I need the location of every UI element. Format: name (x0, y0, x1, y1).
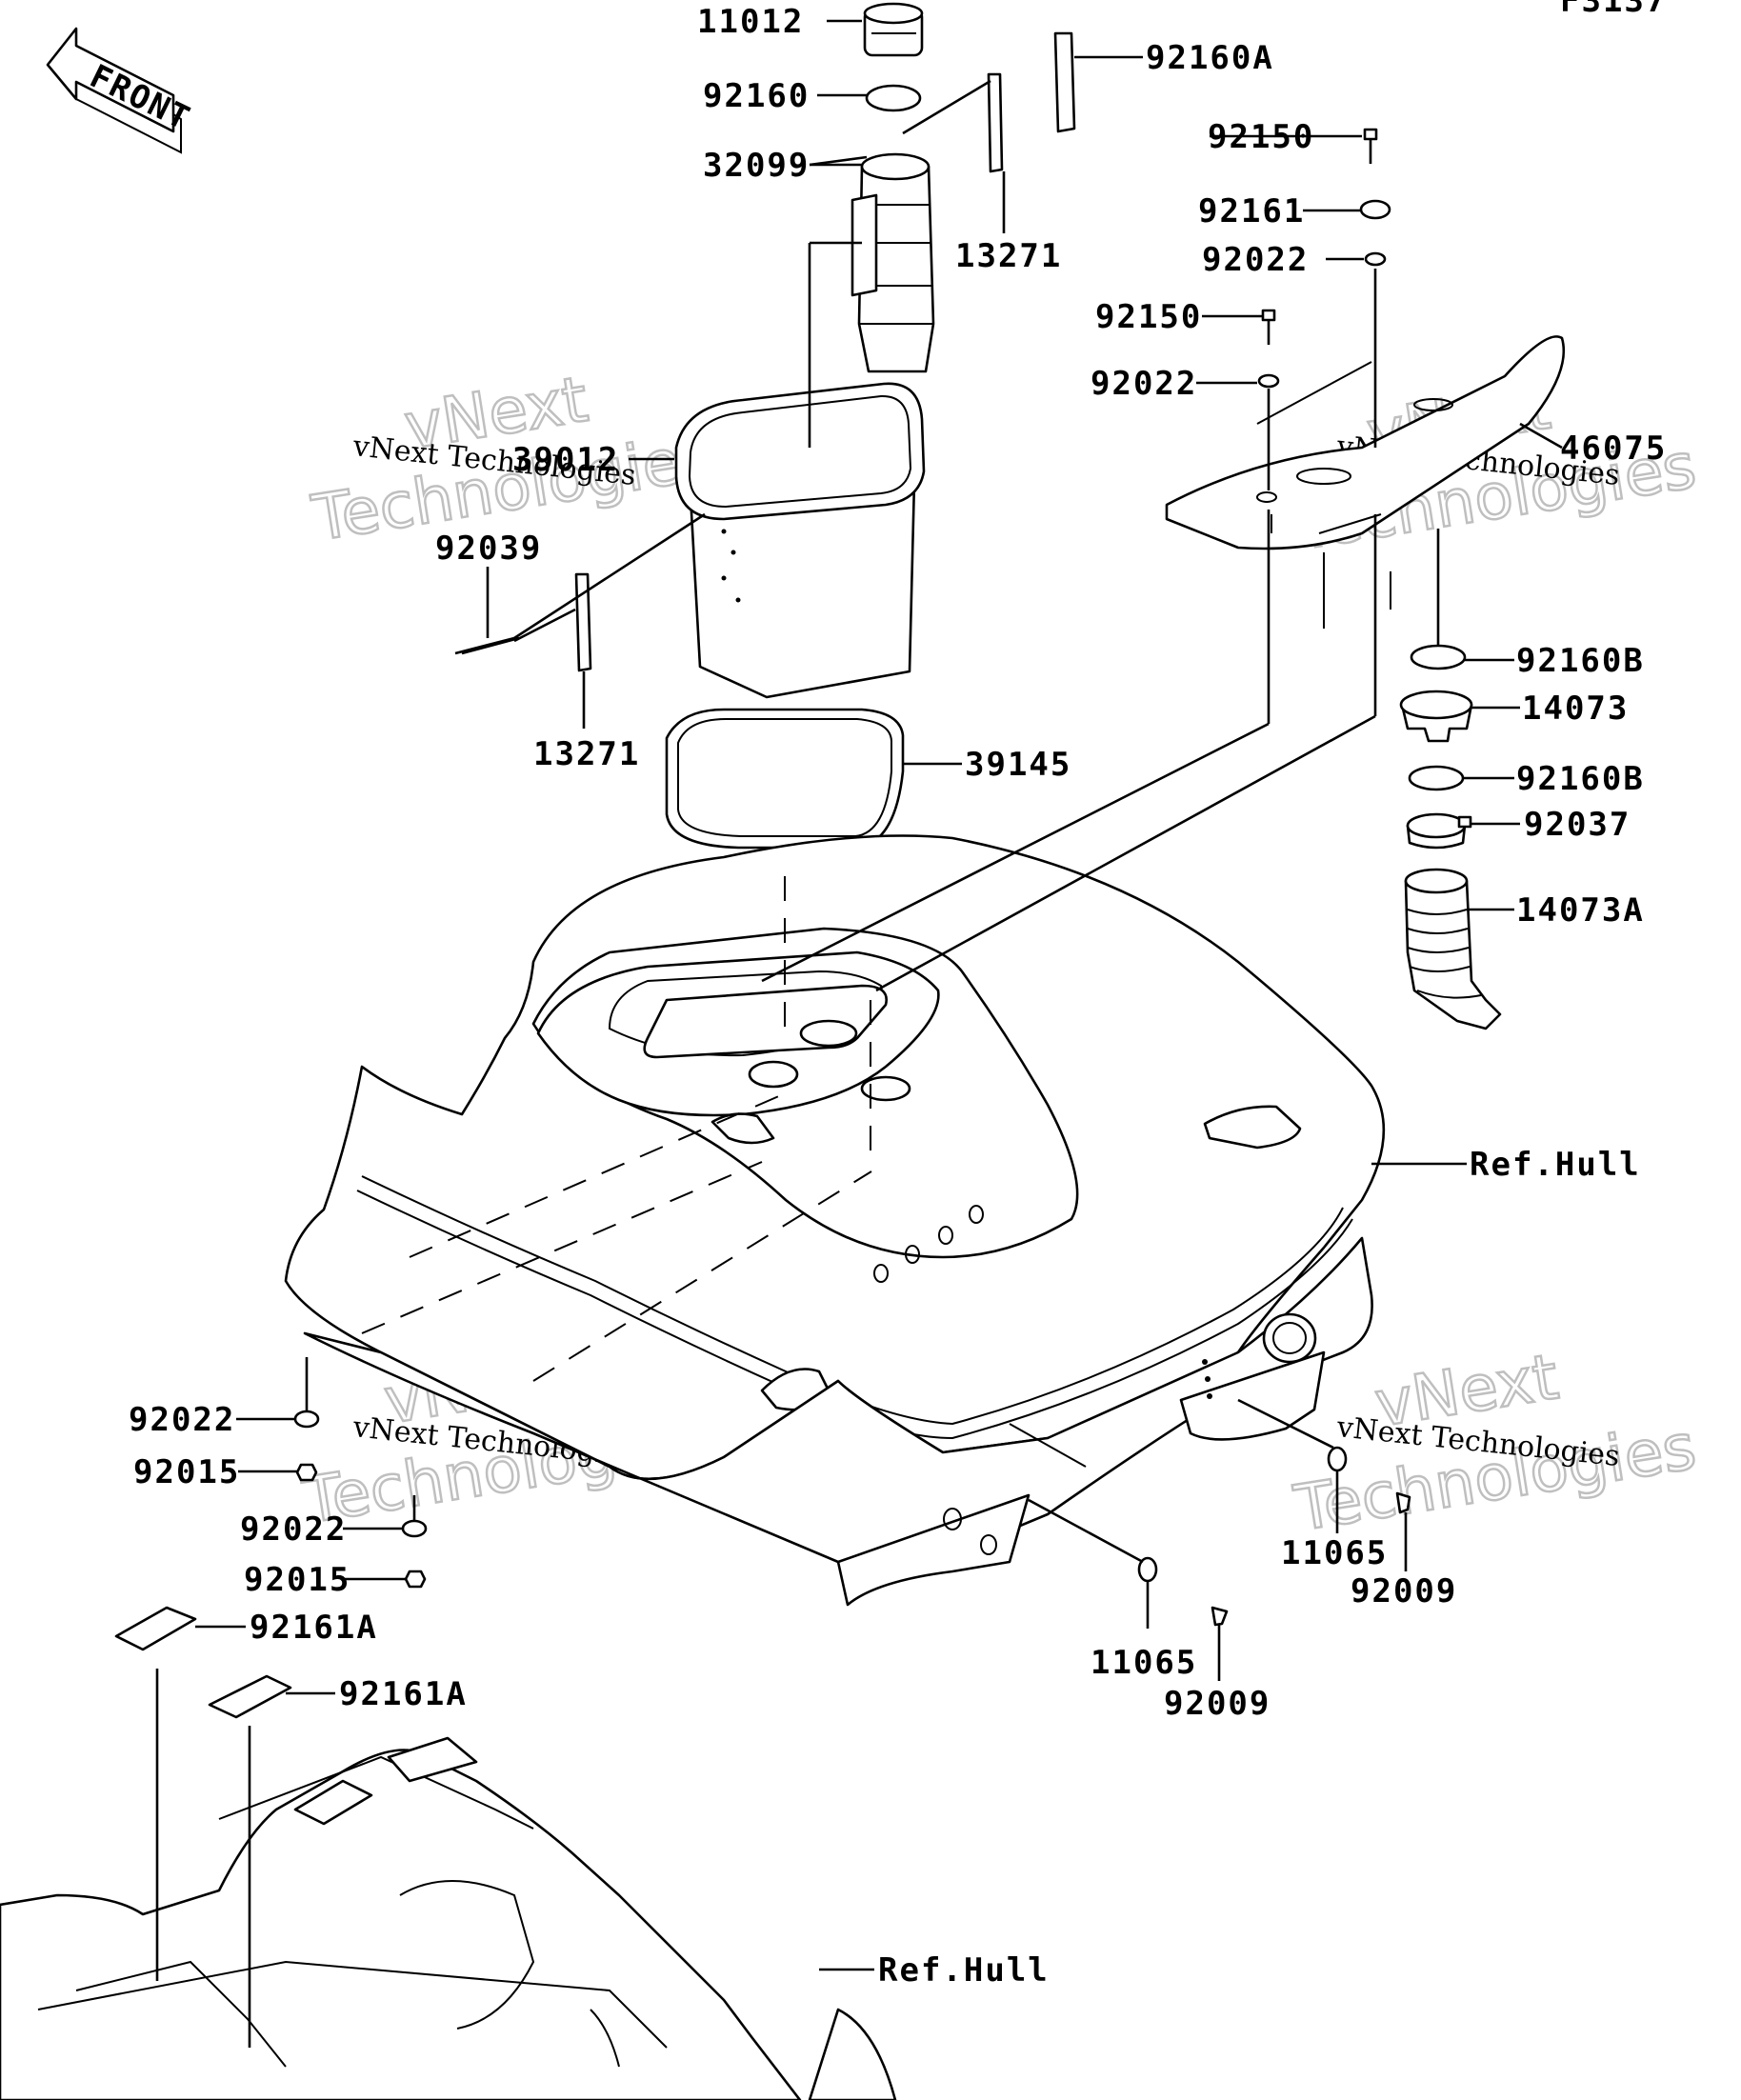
part-number-label: 92161A (339, 1675, 468, 1713)
part-number-label: Ref.Hull (1470, 1146, 1641, 1184)
part-number-label: 92161A (250, 1609, 378, 1647)
washer-part (1364, 251, 1387, 267)
washer-part (293, 1410, 320, 1429)
part-number-label: 92160 (703, 77, 810, 115)
strip-part (1053, 31, 1076, 133)
washer-part (1257, 373, 1280, 389)
gasket-part (665, 708, 905, 850)
screw-part (1395, 1491, 1411, 1514)
part-number-label: 92022 (240, 1510, 347, 1549)
part-number-label: Ref.Hull (878, 1951, 1050, 1990)
part-number-label: 92015 (244, 1561, 350, 1599)
nut-part (404, 1570, 427, 1589)
grip-handle-part (1165, 335, 1566, 550)
part-number-label: 92150 (1095, 298, 1202, 336)
part-number-label: 14073 (1522, 690, 1629, 728)
hull-part (284, 834, 1386, 1607)
front-arrow-icon: FRONT (46, 27, 197, 154)
part-number-label: 39012 (512, 441, 619, 479)
cap-part (863, 2, 924, 57)
nut-part (295, 1463, 318, 1482)
part-number-label: 39145 (965, 746, 1071, 784)
part-number-label: 92160B (1516, 642, 1645, 680)
part-number-label: 92039 (435, 530, 542, 568)
o-ring-part (1410, 644, 1467, 670)
tube-part (850, 152, 935, 373)
part-number-label: 46075 (1560, 430, 1667, 468)
part-number-label: 14073A (1516, 891, 1645, 930)
o-ring-part (865, 84, 922, 112)
hull-lower-part (0, 1736, 897, 2100)
leader-lines (155, 19, 1563, 2048)
part-number-label: 32099 (703, 147, 810, 185)
alignment-lines (361, 361, 1391, 1468)
part-labels: 11012 92160 32099 92160A 13271 92150 921… (129, 3, 1667, 1990)
bracket-part (574, 572, 592, 672)
storage-bucket-part (674, 382, 926, 699)
bolt-part (1363, 128, 1378, 164)
bracket-part (987, 72, 1004, 173)
decal-part (208, 1674, 292, 1719)
o-ring-part (1408, 765, 1465, 791)
part-number-label: 11012 (697, 3, 804, 41)
part-number-label: 92015 (133, 1453, 240, 1491)
bellows-boot-part (1404, 868, 1502, 1030)
part-number-label: 92161 (1198, 192, 1305, 230)
clamp-part (1406, 812, 1472, 850)
part-number-label: 92160B (1516, 760, 1645, 798)
part-number-label: 13271 (955, 237, 1062, 275)
part-number-label: 92009 (1164, 1685, 1271, 1723)
grommet-part (1327, 1446, 1348, 1472)
screw-part (1211, 1606, 1229, 1627)
bolt-part (1261, 309, 1276, 345)
figure-code: F3137 (1560, 0, 1667, 20)
front-arrow-label: FRONT (84, 57, 197, 138)
part-number-label: 92009 (1351, 1572, 1457, 1610)
part-number-label: 11065 (1281, 1534, 1388, 1572)
part-number-label: 92022 (1202, 241, 1309, 279)
part-number-label: 92150 (1208, 118, 1314, 156)
part-number-label: 92022 (129, 1401, 235, 1439)
part-number-label: 11065 (1091, 1644, 1197, 1682)
part-number-label: 92160A (1146, 39, 1274, 77)
part-number-label: 92022 (1091, 365, 1197, 403)
washer-part (401, 1519, 428, 1538)
part-number-label: 13271 (533, 735, 640, 773)
decal-part (114, 1606, 197, 1651)
part-number-label: 92037 (1524, 806, 1631, 844)
grommet-part (1359, 199, 1391, 220)
pin-part (454, 636, 520, 655)
sleeve-part (1399, 690, 1473, 743)
